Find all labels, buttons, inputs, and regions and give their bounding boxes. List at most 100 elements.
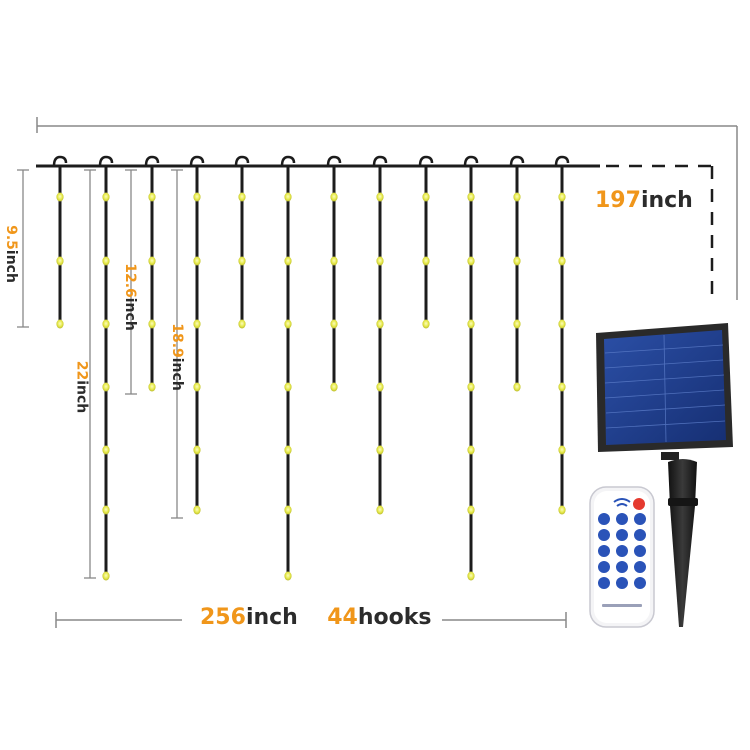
led-bulb xyxy=(467,445,475,455)
total-length-label: 256inch 44hooks xyxy=(200,607,431,629)
hook xyxy=(463,155,479,167)
led-bulb xyxy=(376,382,384,392)
led-bulb xyxy=(102,571,110,581)
icicle-strand xyxy=(98,155,114,581)
led-bulb xyxy=(238,256,246,266)
hook xyxy=(189,155,205,167)
led-bulb xyxy=(193,382,201,392)
led-bulb xyxy=(558,319,566,329)
total-length-value: 256 xyxy=(200,605,246,630)
hook xyxy=(98,155,114,167)
icicle-strand xyxy=(189,155,205,515)
led-bulb xyxy=(284,382,292,392)
led-bulb xyxy=(467,192,475,202)
icicle-strand xyxy=(463,155,479,581)
hook xyxy=(509,155,525,167)
hooks-count-unit: hooks xyxy=(357,605,432,630)
led-bulb xyxy=(102,445,110,455)
led-bulb xyxy=(558,192,566,202)
led-bulb xyxy=(193,319,201,329)
hook xyxy=(52,155,68,167)
led-bulb xyxy=(376,256,384,266)
remote-button xyxy=(634,577,646,589)
remote-button xyxy=(598,561,610,573)
led-bulb xyxy=(102,256,110,266)
icicle-strand xyxy=(372,155,388,515)
drop-1-unit: inch xyxy=(2,249,19,283)
led-bulb xyxy=(558,505,566,515)
remote-button xyxy=(616,545,628,557)
led-bulb xyxy=(102,319,110,329)
led-bulb xyxy=(148,192,156,202)
led-bulb xyxy=(422,192,430,202)
led-bulb xyxy=(284,445,292,455)
hook xyxy=(234,155,250,167)
led-bulb xyxy=(513,319,521,329)
led-bulb xyxy=(376,445,384,455)
remote-button xyxy=(634,529,646,541)
led-bulb xyxy=(238,319,246,329)
drop-2-value: 12.6 xyxy=(121,263,138,298)
remote-button xyxy=(616,513,628,525)
led-bulb xyxy=(376,192,384,202)
led-bulb xyxy=(102,505,110,515)
top-dimension-line xyxy=(36,117,738,300)
led-bulb xyxy=(513,256,521,266)
remote-button xyxy=(616,529,628,541)
led-bulb xyxy=(513,382,521,392)
hook xyxy=(280,155,296,167)
hook xyxy=(372,155,388,167)
drop-3-label: 18.9inch xyxy=(168,323,185,391)
led-bulb xyxy=(422,319,430,329)
icicle-strand xyxy=(144,155,160,392)
led-bulb xyxy=(284,571,292,581)
led-bulb xyxy=(467,571,475,581)
icicle-strand xyxy=(326,155,342,392)
led-bulb xyxy=(102,192,110,202)
remote-button xyxy=(598,545,610,557)
led-bulb xyxy=(193,192,201,202)
icicle-strand xyxy=(554,155,570,515)
wire-length-value: 197 xyxy=(595,188,641,213)
led-bulb xyxy=(467,505,475,515)
remote-button xyxy=(598,529,610,541)
led-bulb xyxy=(193,505,201,515)
led-bulb xyxy=(330,319,338,329)
led-bulb xyxy=(467,382,475,392)
icicle-strand xyxy=(418,155,434,329)
led-bulb xyxy=(467,256,475,266)
icicle-strand xyxy=(52,155,68,329)
hook xyxy=(418,155,434,167)
led-bulb xyxy=(467,319,475,329)
drop-dimension-lines xyxy=(17,169,183,579)
total-length-unit: inch xyxy=(245,605,298,630)
drop-2-label: 12.6inch xyxy=(121,263,138,331)
led-bulb xyxy=(558,445,566,455)
led-bulb xyxy=(148,256,156,266)
led-bulb xyxy=(284,505,292,515)
led-bulb xyxy=(238,192,246,202)
solar-panel-icon xyxy=(596,323,733,460)
led-bulb xyxy=(56,319,64,329)
hooks-count-value: 44 xyxy=(327,605,358,630)
led-bulb xyxy=(376,505,384,515)
led-bulb xyxy=(330,382,338,392)
remote-button xyxy=(616,561,628,573)
drop-3-unit: inch xyxy=(168,357,185,391)
led-bulb xyxy=(330,192,338,202)
led-bulb xyxy=(376,319,384,329)
led-bulb xyxy=(193,445,201,455)
remote-control-icon xyxy=(589,486,655,628)
wire-length-label: 197inch xyxy=(595,190,693,212)
remote-button xyxy=(634,513,646,525)
led-bulb xyxy=(284,192,292,202)
led-bulb xyxy=(56,256,64,266)
drop-1-label: 9.5inch xyxy=(2,225,19,283)
led-bulb xyxy=(56,192,64,202)
remote-button xyxy=(598,577,610,589)
led-bulb xyxy=(513,192,521,202)
bottom-dimension-line xyxy=(55,612,567,628)
ground-stake-icon xyxy=(668,459,698,627)
main-wire xyxy=(36,164,714,298)
